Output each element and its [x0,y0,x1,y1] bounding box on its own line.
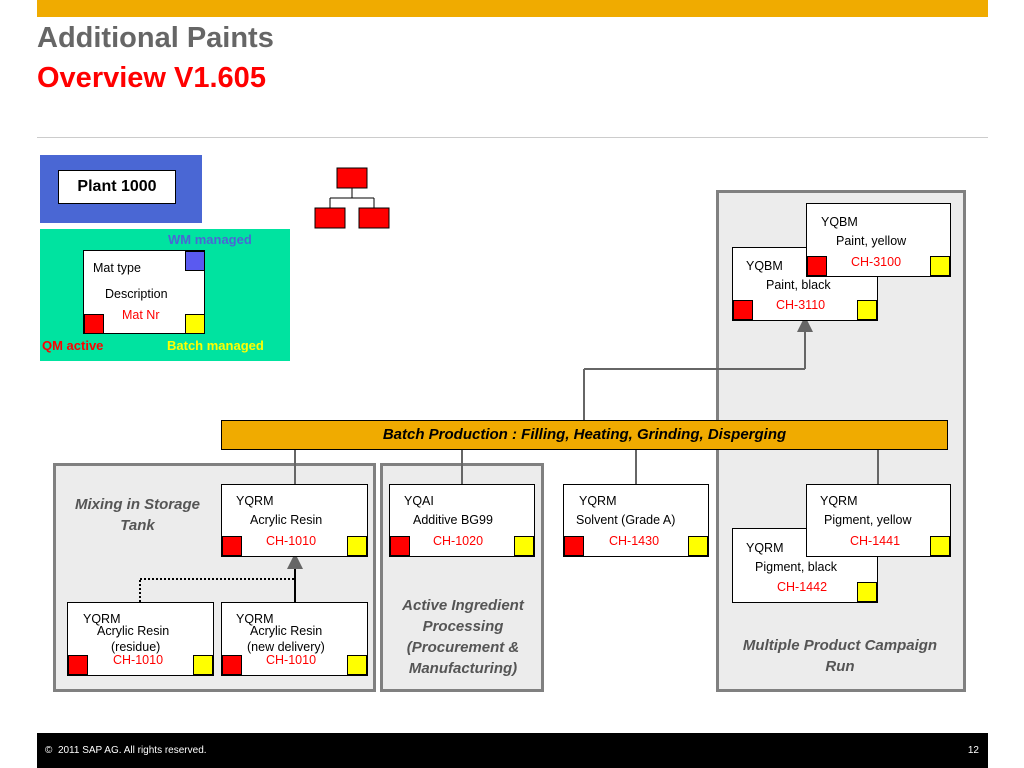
wm-managed-label: WM managed [168,232,252,247]
mat-type: YQRM [746,541,784,555]
mat-type: YQRM [820,494,858,508]
mat-type: YQRM [236,494,274,508]
mat-description-detail: (residue) [111,640,161,654]
mat-type: YQBM [821,215,858,229]
plant-label: Plant 1000 [58,170,176,204]
hierarchy-icon [314,167,390,229]
mat-description: Acrylic Resin [97,624,170,638]
qm-indicator [733,300,753,320]
legend-mat-type: Mat type [93,261,141,275]
qm-indicator [84,314,104,334]
material-pigment-yellow: YQRM Pigment, yellow CH-1441 [806,484,951,557]
mat-number: CH-1442 [777,580,828,594]
qm-indicator [222,655,242,675]
batch-indicator [857,300,877,320]
batch-indicator [347,655,367,675]
page-subtitle: Overview V1.605 [37,62,266,94]
qm-indicator [222,536,242,556]
qm-indicator [390,536,410,556]
batch-indicator [688,536,708,556]
active-panel-label: Active Ingredient Processing (Procuremen… [402,597,524,677]
material-acrylic-resin: YQRM Acrylic Resin CH-1010 [221,484,368,557]
batch-indicator [930,536,950,556]
mat-description: Pigment, yellow [824,513,912,527]
legend-mat-nr: Mat Nr [122,308,160,322]
material-additive: YQAI Additive BG99 CH-1020 [389,484,535,557]
batch-indicator [193,655,213,675]
mat-type: YQBM [746,259,783,273]
qm-indicator [68,655,88,675]
material-paint-yellow: YQBM Paint, yellow CH-3100 [806,203,951,277]
mat-description: Solvent (Grade A) [576,513,676,527]
mat-number: CH-1010 [266,653,317,667]
legend-description: Description [105,287,168,301]
mat-number: CH-3110 [776,298,826,312]
mixing-panel-label: Mixing in Storage Tank [74,496,200,534]
mat-type: YQRM [579,494,617,508]
qm-active-label: QM active [42,338,104,353]
material-solvent: YQRM Solvent (Grade A) CH-1430 [563,484,709,557]
batch-indicator [347,536,367,556]
material-acrylic-residue: YQRM Acrylic Resin (residue) CH-1010 [67,602,214,676]
mat-number: CH-1010 [266,534,317,548]
page-number: 12 [967,745,979,756]
batch-indicator [930,256,950,276]
mat-description: Additive BG99 [413,513,493,527]
mat-description-detail: (new delivery) [247,640,325,654]
mat-type: YQRM [83,612,121,626]
mat-description: Paint, black [766,278,831,292]
batch-indicator [514,536,534,556]
mat-description: Pigment, black [755,560,837,574]
page-title: Additional Paints [37,22,274,54]
mat-number: CH-1441 [850,534,901,548]
campaign-panel-label: Multiple Product Campaign Run [742,637,938,675]
mat-number: CH-1430 [609,534,660,548]
legend-material-box: Mat type Description Mat Nr [83,250,205,334]
material-acrylic-new-delivery: YQRM Acrylic Resin (new delivery) CH-101… [221,602,368,676]
qm-indicator [807,256,827,276]
batch-indicator [857,582,877,602]
copyright-icon: © [45,745,53,756]
footer-bar: © 2011 SAP AG. All rights reserved. 12 [37,733,988,768]
top-accent-bar [37,0,988,17]
batch-production-bar: Batch Production : Filling, Heating, Gri… [221,420,948,450]
wm-indicator [185,251,205,271]
header-divider [37,137,988,138]
mat-number: CH-1010 [113,653,164,667]
batch-managed-label: Batch managed [167,338,264,353]
mat-number: CH-3100 [851,255,902,269]
batch-indicator [185,314,205,334]
copyright-label: 2011 SAP AG. All rights reserved. [57,745,207,756]
qm-indicator [564,536,584,556]
mat-type: YQRM [236,612,274,626]
material-paint-black: YQBM Paint, black CH-3110 [732,247,878,321]
mat-number: CH-1020 [433,534,484,548]
copyright-text: © 2011 SAP AG. All rights reserved. [45,745,207,756]
mat-description: Acrylic Resin [250,624,323,638]
mat-description: Acrylic Resin [250,513,323,527]
mat-description: Paint, yellow [836,234,907,248]
mat-type: YQAI [404,494,434,508]
